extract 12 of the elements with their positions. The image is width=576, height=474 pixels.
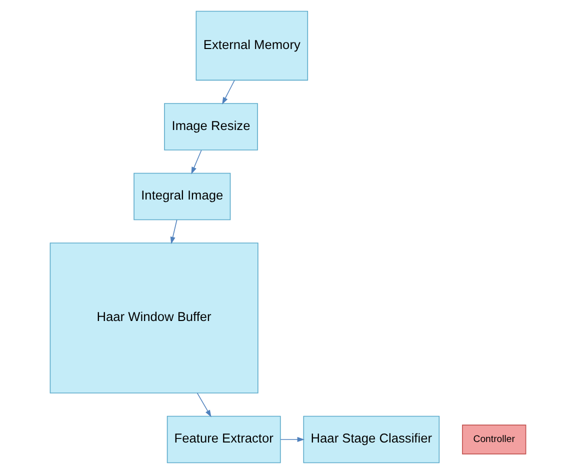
- node-box: Controller: [462, 424, 526, 454]
- node-box: Integral Image: [134, 172, 231, 220]
- node-box: Feature Extractor: [166, 416, 281, 464]
- arrow: [170, 219, 178, 244]
- node-box: Image Resize: [164, 103, 258, 150]
- arrow: [280, 436, 305, 442]
- arrow: [196, 392, 212, 418]
- node-box: Haar Window Buffer: [50, 242, 258, 394]
- arrow: [191, 150, 202, 174]
- arrow: [222, 80, 235, 104]
- node-box: External Memory: [196, 10, 308, 81]
- node-box: Haar Stage Classifier: [303, 416, 440, 464]
